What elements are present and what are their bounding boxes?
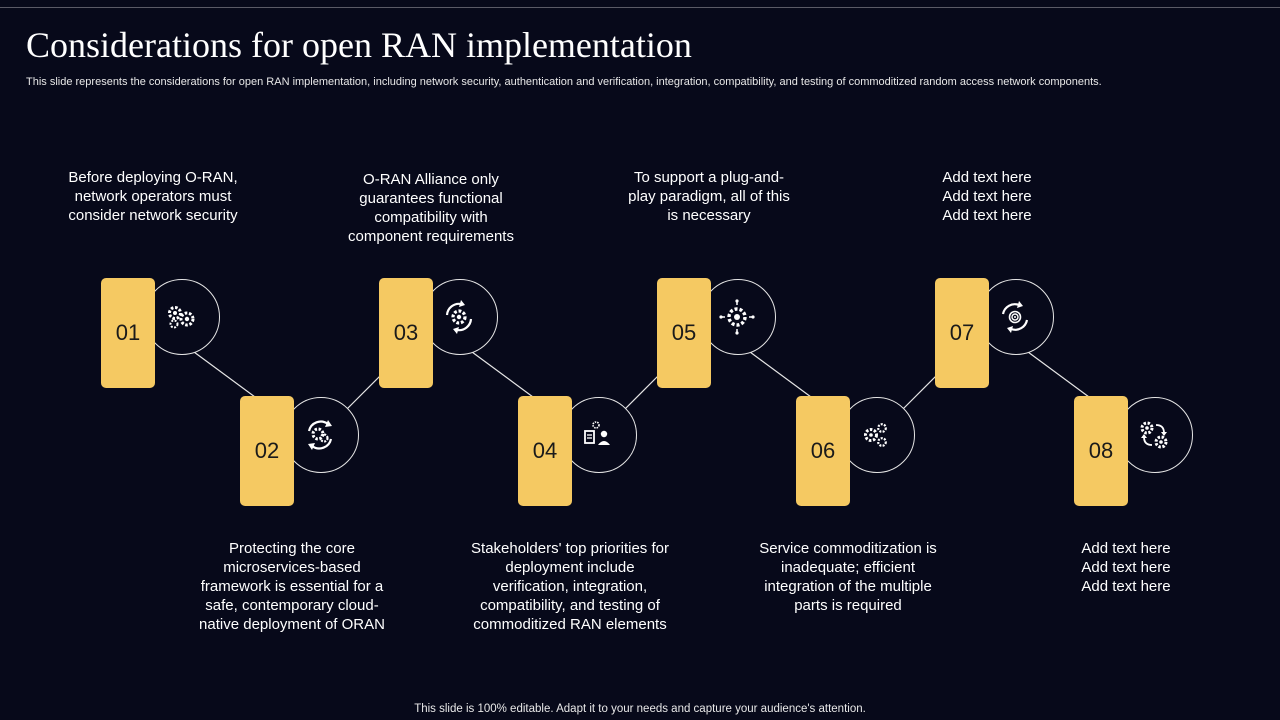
gears-icon [168, 306, 195, 329]
top-divider [0, 7, 1280, 8]
multi-gears-icon [864, 423, 887, 447]
page-subtitle: This slide represents the considerations… [26, 76, 1102, 88]
step-description: Before deploying O-RAN, network operator… [68, 169, 238, 224]
step-description: O-RAN Alliance only guarantees functiona… [348, 171, 514, 245]
step-number-badge: 05 [657, 278, 711, 388]
footer-note: This slide is 100% editable. Adapt it to… [414, 703, 866, 715]
gears-exchange-icon [1140, 421, 1168, 449]
step-ring [1117, 397, 1193, 473]
step-number-badge: 01 [101, 278, 155, 388]
connector-line [1027, 351, 1090, 398]
step-number-badge: 04 [518, 396, 572, 506]
gear-cycle-icon [445, 300, 473, 334]
step-description: Stakeholders' top priorities for deploym… [471, 540, 669, 633]
step-number-badge: 03 [379, 278, 433, 388]
step-number-badge: 06 [796, 396, 850, 506]
connector-line [899, 374, 938, 413]
connector-line [749, 351, 812, 398]
stakeholders-icon [584, 421, 610, 445]
connector-line [343, 374, 382, 413]
step-number-badge: 07 [935, 278, 989, 388]
step-description: Service commoditization is inadequate; e… [759, 540, 937, 614]
gear-refresh-icon [307, 420, 333, 450]
target-refresh-icon [1001, 301, 1029, 333]
connector-line [193, 351, 256, 398]
page-title: Considerations for open RAN implementati… [26, 25, 692, 65]
network-gear-icon [719, 299, 755, 335]
step-number-badge: 02 [240, 396, 294, 506]
connector-line [471, 351, 534, 398]
step-ring [561, 397, 637, 473]
step-number-badge: 08 [1074, 396, 1128, 506]
step-description: Add text here Add text here Add text her… [1081, 540, 1171, 595]
step-description: Protecting the core microservices-based … [199, 540, 385, 633]
step-description: Add text here Add text here Add text her… [942, 169, 1032, 224]
connector-line [621, 374, 660, 413]
step-description: To support a plug-and- play paradigm, al… [628, 169, 790, 224]
